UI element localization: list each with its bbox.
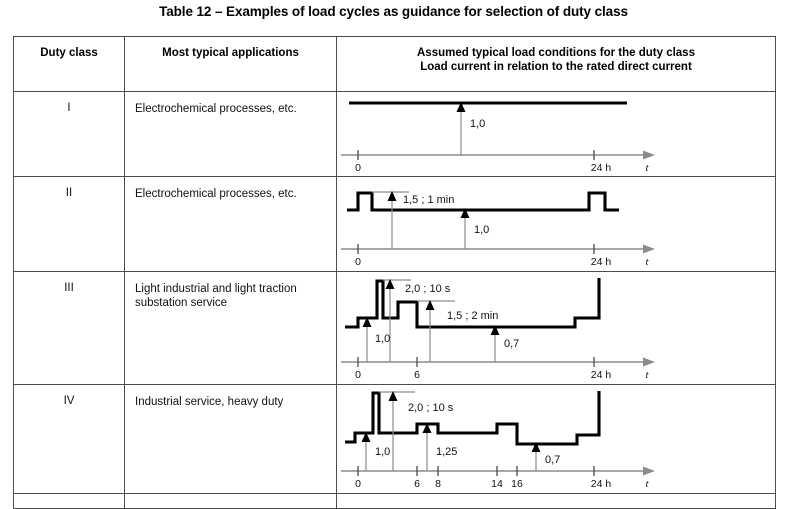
column-header-load-conditions-line1: Assumed typical load conditions for the … — [417, 47, 695, 59]
tick-label-24h: 24 h — [591, 478, 612, 490]
level-label-2-0: 2,0 ; 10 s — [408, 402, 454, 414]
table-row: III Light industrial and light traction … — [13, 271, 776, 385]
level-arrow-1-0 — [361, 432, 371, 442]
tick-label-16: 16 — [511, 478, 523, 490]
level-arrow-1-5 — [387, 191, 397, 201]
time-axis-label: t — [645, 256, 649, 268]
tick-label-14: 14 — [491, 478, 503, 490]
application-text: Industrial service, heavy duty — [135, 396, 284, 408]
table-row: II Electrochemical processes, etc. 0 24 … — [13, 176, 776, 272]
load-cycle-chart-class-2: 0 24 h t 1,5 ; 1 min 1,0 — [341, 191, 655, 268]
level-arrow-1-0 — [362, 317, 372, 327]
load-waveform — [345, 391, 601, 446]
column-header-load-conditions-line2: Load current in relation to the rated di… — [420, 61, 692, 73]
duty-class-value: I — [67, 102, 71, 114]
level-label-2-0: 2,0 ; 10 s — [405, 283, 451, 295]
load-waveform — [347, 191, 619, 212]
application-text: Electrochemical processes, etc. — [135, 103, 297, 115]
column-header-duty-class-label: Duty class — [40, 47, 98, 59]
application-cell: Industrial service, heavy duty — [124, 384, 337, 494]
load-cycle-chart-class-3: 0 6 24 h t 2,0 ; 10 s — [341, 278, 655, 381]
page-title: Table 12 – Examples of load cycles as gu… — [159, 4, 628, 19]
time-axis-arrowhead — [643, 466, 655, 476]
duty-class-value: II — [65, 187, 73, 199]
load-cycle-chart-class-4: 0 6 8 14 16 24 h t 2,0 ; 10 s — [341, 391, 655, 490]
level-label-1-0: 1,0 — [375, 333, 390, 345]
time-axis-arrowhead — [643, 150, 655, 160]
time-axis-label: t — [645, 478, 649, 490]
load-cycle-graph-cell: 0 6 8 14 16 24 h t 2,0 ; 10 s — [336, 384, 776, 494]
level-arrow-1-0 — [460, 208, 470, 218]
level-label-0-7: 0,7 — [504, 338, 519, 350]
column-header-load-conditions: Assumed typical load conditions for the … — [336, 36, 776, 92]
level-arrow-1-5 — [425, 300, 435, 310]
application-text: Electrochemical processes, etc. — [135, 188, 297, 200]
tick-label-8: 8 — [435, 478, 441, 490]
level-label-1-5: 1,5 ; 2 min — [447, 310, 498, 322]
tick-label-0: 0 — [355, 162, 361, 174]
load-cycle-chart-class-1: 0 24 h t 1,0 — [341, 101, 655, 174]
duty-class-value: III — [64, 282, 74, 294]
column-header-load-conditions-lines: Assumed typical load conditions for the … — [337, 37, 775, 74]
time-axis-label: t — [645, 162, 649, 174]
duty-class-cell: I — [13, 91, 125, 177]
table-row: I Electrochemical processes, etc. 0 24 h… — [13, 91, 776, 177]
level-label-1: 1,0 — [470, 118, 485, 130]
load-waveform — [345, 278, 601, 329]
duty-class-table: Duty class Most typical applications Ass… — [13, 36, 776, 509]
time-axis-label: t — [645, 369, 649, 381]
application-cell-partial — [124, 493, 337, 509]
duty-class-value: IV — [63, 395, 75, 407]
tick-label-24h: 24 h — [591, 369, 612, 381]
level-label-0-7: 0,7 — [545, 454, 560, 466]
level-label-1-0: 1,0 — [474, 224, 489, 236]
duty-class-cell: III — [13, 271, 125, 385]
level-arrow-2-0 — [385, 279, 395, 289]
table-row-partial — [13, 493, 776, 509]
tick-label-6: 6 — [414, 369, 420, 381]
level-label-1-5: 1,5 ; 1 min — [403, 194, 454, 206]
level-arrow-0-7 — [490, 325, 500, 335]
duty-class-cell: IV — [13, 384, 125, 494]
duty-class-cell: II — [13, 176, 125, 272]
level-arrow-0-7 — [531, 442, 541, 452]
application-text: Light industrial and light traction subs… — [135, 283, 297, 309]
tick-label-0: 0 — [355, 256, 361, 268]
load-cycle-graph-cell-partial — [336, 493, 776, 509]
time-axis-arrowhead — [643, 357, 655, 367]
application-cell: Electrochemical processes, etc. — [124, 91, 337, 177]
level-label-1-25: 1,25 — [436, 446, 457, 458]
application-cell: Electrochemical processes, etc. — [124, 176, 337, 272]
tick-label-24h: 24 h — [591, 256, 612, 268]
duty-class-cell-partial — [13, 493, 125, 509]
load-cycle-graph-cell: 0 6 24 h t 2,0 ; 10 s — [336, 271, 776, 385]
load-cycle-graph-cell: 0 24 h t 1,5 ; 1 min 1,0 — [336, 176, 776, 272]
tick-label-0: 0 — [355, 369, 361, 381]
level-label-1-0: 1,0 — [375, 446, 390, 458]
tick-label-0: 0 — [355, 478, 361, 490]
tick-label-6: 6 — [414, 478, 420, 490]
tick-label-24h: 24 h — [591, 162, 612, 174]
table-row: IV Industrial service, heavy duty — [13, 384, 776, 494]
column-header-applications: Most typical applications — [124, 36, 337, 92]
level-arrow-1 — [456, 102, 466, 112]
column-header-applications-label: Most typical applications — [162, 47, 299, 59]
duty-class-table-wrapper: Duty class Most typical applications Ass… — [13, 36, 776, 509]
time-axis-arrowhead — [643, 244, 655, 254]
table-header-row: Duty class Most typical applications Ass… — [13, 36, 776, 92]
level-arrow-2-0 — [388, 391, 398, 401]
load-cycle-graph-cell: 0 24 h t 1,0 — [336, 91, 776, 177]
application-cell: Light industrial and light traction subs… — [124, 271, 337, 385]
column-header-duty-class: Duty class — [13, 36, 125, 92]
level-arrow-1-25 — [422, 423, 432, 433]
